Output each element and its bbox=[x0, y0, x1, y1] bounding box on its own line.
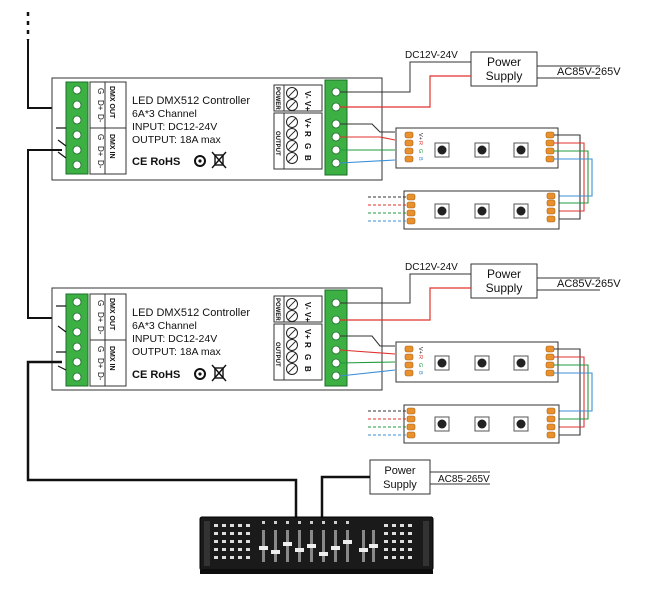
dmx-terminal-block-1 bbox=[65, 81, 89, 175]
strip-wires-2 bbox=[339, 335, 396, 377]
dmx-pin-dplus: D+ bbox=[96, 358, 105, 369]
dmx-in-wire-1 bbox=[27, 40, 62, 109]
dmx-pin-g: G bbox=[96, 134, 105, 140]
dmx-terminal-block-2 bbox=[65, 293, 89, 387]
strip-pin-r: R bbox=[417, 355, 423, 359]
controller-2: G D+ D- G D+ D- DMX OUT DMX IN LED DMX51… bbox=[51, 287, 383, 391]
strip-link-2 bbox=[554, 348, 593, 436]
controller-input: INPUT: DC12-24V bbox=[132, 121, 217, 133]
weee-bin-icon bbox=[211, 151, 227, 169]
psu-label-1: Power bbox=[384, 465, 416, 477]
output-label: OUTPUT bbox=[274, 342, 280, 367]
psu-label-1: Power bbox=[487, 267, 521, 281]
controller-1: G D+ D- G D+ D- DMX OUT DMX IN LED DMX51… bbox=[27, 40, 383, 181]
pin-out-vplus: V+ bbox=[303, 118, 312, 128]
pin-out-r: R bbox=[303, 342, 312, 348]
controller-channels: 6A*3 Channel bbox=[132, 320, 197, 332]
certs-label: CE RoHS bbox=[132, 369, 180, 381]
recycle-icon bbox=[194, 368, 206, 380]
pin-out-b: B bbox=[303, 155, 312, 161]
controller-output: OUTPUT: 18A max bbox=[132, 134, 221, 146]
dmx-pin-dminus: D- bbox=[96, 326, 105, 335]
psu-label-2: Supply bbox=[486, 281, 523, 295]
led-strip-2a: V+ R G B bbox=[395, 341, 559, 383]
led-strip-1b bbox=[368, 190, 560, 230]
pin-vminus: V- bbox=[303, 302, 312, 310]
dmx-out-label: DMX OUT bbox=[108, 86, 115, 119]
ac-voltage-label: AC85V-265V bbox=[557, 66, 621, 78]
pin-out-vplus: V+ bbox=[303, 329, 312, 339]
recycle-icon bbox=[194, 155, 206, 167]
dmx-pin-dplus: D+ bbox=[96, 146, 105, 157]
dc-voltage-label: DC12V-24V bbox=[405, 262, 458, 273]
power-label: POWER bbox=[274, 298, 280, 321]
power-label: POWER bbox=[274, 87, 280, 110]
strip-pin-b: B bbox=[417, 371, 423, 375]
dmx-console bbox=[199, 516, 434, 574]
pin-out-r: R bbox=[303, 131, 312, 137]
strip-pin-b: B bbox=[417, 157, 423, 161]
psu-label-1: Power bbox=[487, 55, 521, 69]
power-supply-3: Power Supply AC85-265V bbox=[320, 459, 490, 520]
strip-pin-g: G bbox=[417, 149, 423, 153]
dmx-in-label: DMX IN bbox=[108, 346, 115, 371]
strip-pin-r: R bbox=[417, 141, 423, 145]
controller-output: OUTPUT: 18A max bbox=[132, 346, 221, 358]
dmx-pin-dplus: D+ bbox=[96, 312, 105, 323]
dmx-pin-dplus: D+ bbox=[96, 100, 105, 111]
dmx-chain-wire bbox=[27, 149, 62, 319]
ac-voltage-label: AC85V-265V bbox=[557, 278, 621, 290]
pin-out-b: B bbox=[303, 366, 312, 372]
controller-input: INPUT: DC12-24V bbox=[132, 333, 217, 345]
pin-vminus: V- bbox=[303, 91, 312, 99]
output-label: OUTPUT bbox=[274, 131, 280, 156]
psu-label-2: Supply bbox=[383, 479, 417, 491]
power-supply-1: Power Supply DC12V-24V AC85V-265V bbox=[340, 50, 621, 108]
dmx-pin-g: G bbox=[96, 88, 105, 94]
dmx-out-label: DMX OUT bbox=[108, 298, 115, 331]
led-strip-2b bbox=[368, 404, 560, 444]
psu-label-2: Supply bbox=[486, 69, 523, 83]
weee-bin-icon bbox=[211, 364, 227, 382]
ac-voltage-label: AC85-265V bbox=[438, 474, 490, 485]
dmx-pin-g: G bbox=[96, 346, 105, 352]
led-strip-1a: V+ R G B bbox=[395, 127, 559, 169]
controller-title: LED DMX512 Controller bbox=[132, 307, 250, 319]
dmx-pin-dminus: D- bbox=[96, 372, 105, 381]
strip-link-1 bbox=[554, 134, 593, 220]
pin-out-g: G bbox=[303, 143, 312, 149]
controller-channels: 6A*3 Channel bbox=[132, 108, 197, 120]
strip-pin-vplus: V+ bbox=[417, 133, 423, 140]
dmx-pin-g: G bbox=[96, 300, 105, 306]
controller-title: LED DMX512 Controller bbox=[132, 95, 250, 107]
strip-wires-1 bbox=[339, 123, 396, 164]
strip-pin-vplus: V+ bbox=[417, 347, 423, 354]
dmx-pin-dminus: D- bbox=[96, 160, 105, 169]
power-supply-2: Power Supply DC12V-24V AC85V-265V bbox=[340, 262, 621, 321]
dmx-in-label: DMX IN bbox=[108, 134, 115, 159]
certs-label: CE RoHS bbox=[132, 156, 180, 168]
dc-voltage-label: DC12V-24V bbox=[405, 50, 458, 61]
strip-pin-g: G bbox=[417, 363, 423, 367]
pin-out-g: G bbox=[303, 354, 312, 360]
console-dmx-wire bbox=[26, 360, 298, 520]
pin-vplus: V+ bbox=[303, 101, 312, 111]
pin-vplus: V+ bbox=[303, 312, 312, 322]
dmx-pin-dminus: D- bbox=[96, 114, 105, 123]
